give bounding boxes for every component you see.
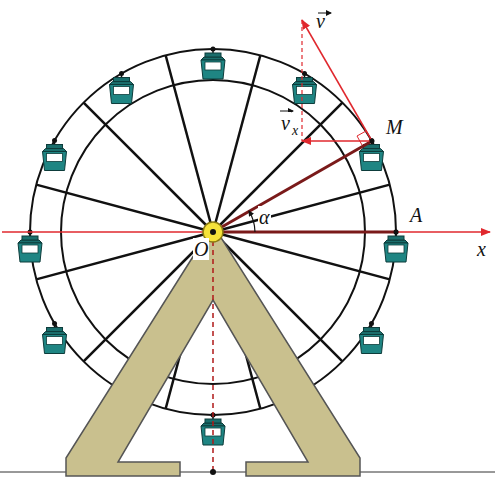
cabin-window [114,87,130,95]
cabin [18,230,42,263]
cabin [110,71,134,104]
vector-label: v [280,112,291,134]
point-M [370,139,375,144]
point-A [394,230,399,235]
cabin-window [297,87,313,95]
cabin-top [47,145,63,149]
cabin-top [363,328,379,332]
right-angle-mark [357,131,366,145]
cabin-body [359,152,383,171]
cabin-window [22,245,38,253]
cabin-hanger [121,74,123,78]
cabin-body [201,60,225,79]
vector-label: v [316,10,325,32]
angle-arc [249,211,255,232]
velocity-vector [302,20,372,141]
cabin-window [363,154,379,162]
cabin-top [22,236,38,240]
cabin-window [47,154,63,162]
cabin-body [384,243,408,262]
cabin-body [359,335,383,354]
cabin [293,71,317,104]
cabin-body [18,243,42,262]
cabin-pivot [394,230,399,235]
point-label: O [193,238,209,260]
vertical-dashed-line [212,232,214,472]
cabin [384,230,408,263]
cabin-body [293,85,317,104]
angle-label: α [258,206,271,228]
spoke [84,103,213,232]
reference-radius-OA [213,231,396,234]
cabin-window [47,337,63,345]
spoke [213,103,342,232]
cabin-hanger [54,324,56,328]
cabin-body [43,335,67,354]
cabin-window [388,245,404,253]
axis-label: x [477,238,486,260]
cabin [201,47,225,80]
cabin-top [205,53,221,57]
point-label: M [386,116,403,138]
cabin-hanger [54,141,56,145]
cabin-top [388,236,404,240]
projection-dashed [301,20,302,141]
velocity-x-vector [302,140,372,142]
cabin-top [47,328,63,332]
cabin-body [43,152,67,171]
cabin-window [363,337,379,345]
cabin-top [114,78,130,82]
cabin [43,138,67,171]
cabin [359,138,383,171]
cabin-window [205,62,221,70]
cabin [359,321,383,354]
cabin-hanger [371,324,373,328]
cabin-hanger [212,49,214,53]
point-label: A [410,204,422,226]
ground-point [210,469,216,475]
radius-OM [213,141,372,232]
cabin [43,321,67,354]
cabin-body [110,85,134,104]
cabin-top [297,78,313,82]
subscript-label: x [291,123,299,139]
hub-center [210,229,216,235]
cabin-hanger [304,74,306,78]
x-axis [2,231,490,233]
